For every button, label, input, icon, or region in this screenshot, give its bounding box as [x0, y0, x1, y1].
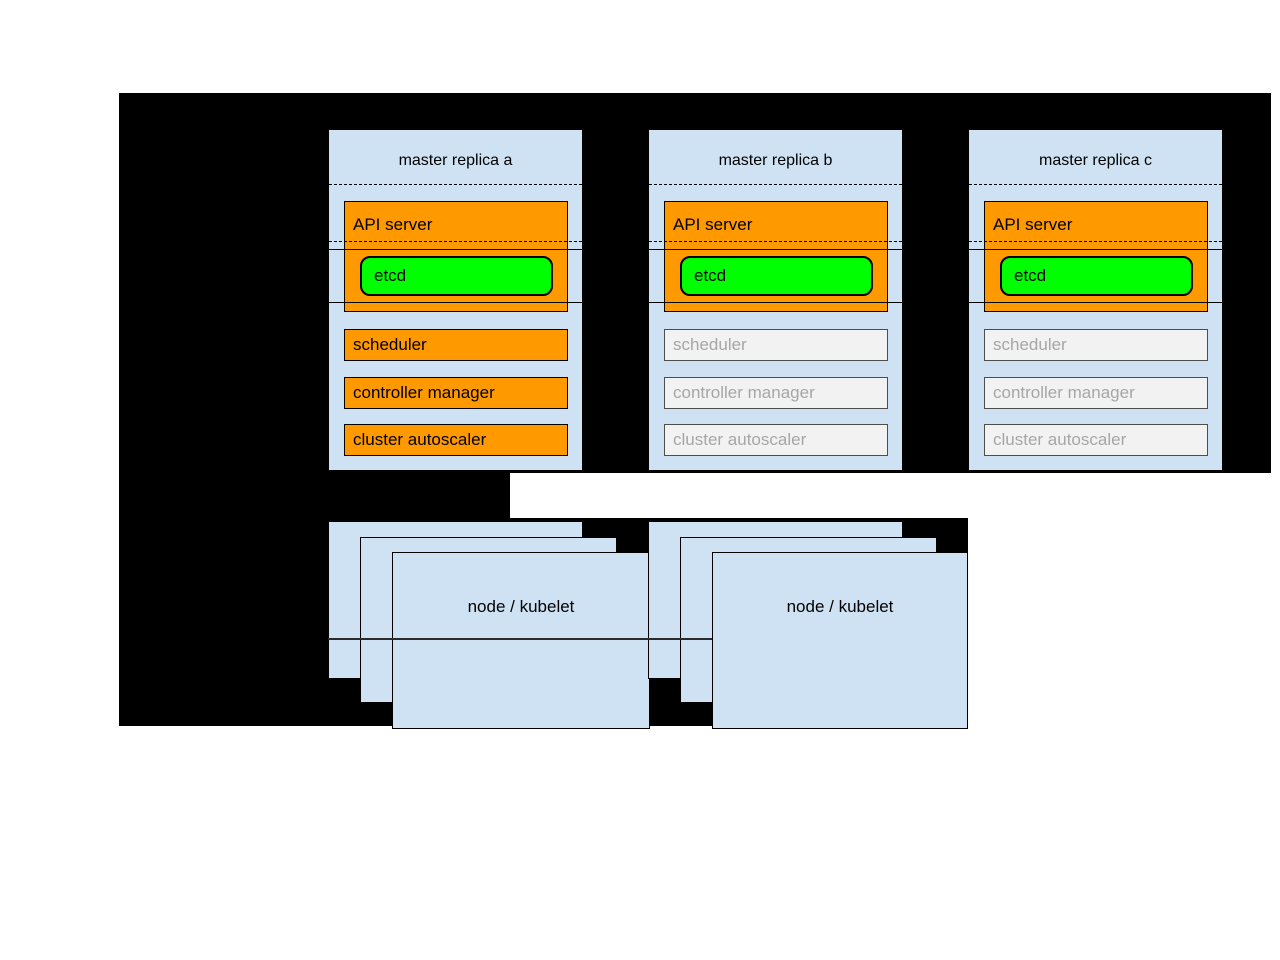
header-divider-dashed: [969, 184, 1222, 185]
master-replica-b-title: master replica b: [718, 152, 833, 169]
api-server-label: API server: [993, 215, 1073, 234]
backdrop-strip: [119, 473, 510, 518]
header-divider-dashed: [329, 184, 582, 185]
etcd-band-top-line: [329, 249, 582, 250]
master-replica-b-box: master replica b API server etcd schedul…: [648, 129, 903, 471]
node-link-line: [328, 638, 712, 640]
node-kubelet-label: node / kubelet: [467, 597, 575, 616]
header-divider-dashed: [649, 184, 902, 185]
cluster-autoscaler-box-inactive: cluster autoscaler: [664, 424, 888, 456]
etcd-label: etcd: [1014, 266, 1047, 285]
scheduler-box: scheduler: [344, 329, 568, 361]
controller-manager-label: controller manager: [993, 383, 1135, 402]
controller-manager-box-inactive: controller manager: [984, 377, 1208, 409]
etcd-label: etcd: [694, 266, 727, 285]
etcd-band-top-line: [649, 249, 902, 250]
scheduler-box-inactive: scheduler: [984, 329, 1208, 361]
scheduler-label: scheduler: [993, 335, 1067, 354]
cluster-autoscaler-label: cluster autoscaler: [993, 430, 1127, 449]
controller-manager-label: controller manager: [353, 383, 495, 402]
scheduler-box-inactive: scheduler: [664, 329, 888, 361]
node-stack-2-front-box: node / kubelet: [712, 552, 968, 729]
scheduler-label: scheduler: [353, 335, 427, 354]
etcd-band-top-line: [969, 249, 1222, 250]
master-replica-c-box: master replica c API server etcd schedul…: [968, 129, 1223, 471]
cluster-autoscaler-box: cluster autoscaler: [344, 424, 568, 456]
etcd-band-bottom-line: [969, 302, 1222, 303]
master-replica-c-title: master replica c: [1039, 152, 1152, 169]
controller-manager-box-inactive: controller manager: [664, 377, 888, 409]
etcd-box: etcd: [360, 256, 553, 296]
controller-manager-box: controller manager: [344, 377, 568, 409]
api-server-label: API server: [673, 215, 753, 234]
etcd-band-dashed-line: [329, 241, 582, 242]
master-replica-a-box: master replica a API server etcd schedul…: [328, 129, 583, 471]
etcd-label: etcd: [374, 266, 407, 285]
etcd-band-bottom-line: [649, 302, 902, 303]
node-kubelet-label: node / kubelet: [786, 597, 894, 616]
node-stack-1-front-box: node / kubelet: [392, 552, 650, 729]
api-server-label: API server: [353, 215, 433, 234]
etcd-band-dashed-line: [649, 241, 902, 242]
etcd-box: etcd: [680, 256, 873, 296]
scheduler-label: scheduler: [673, 335, 747, 354]
etcd-band-dashed-line: [969, 241, 1222, 242]
etcd-band-bottom-line: [329, 302, 582, 303]
controller-manager-label: controller manager: [673, 383, 815, 402]
cluster-autoscaler-label: cluster autoscaler: [673, 430, 807, 449]
cluster-autoscaler-label: cluster autoscaler: [353, 430, 487, 449]
etcd-box: etcd: [1000, 256, 1193, 296]
cluster-autoscaler-box-inactive: cluster autoscaler: [984, 424, 1208, 456]
master-replica-a-title: master replica a: [398, 152, 513, 169]
